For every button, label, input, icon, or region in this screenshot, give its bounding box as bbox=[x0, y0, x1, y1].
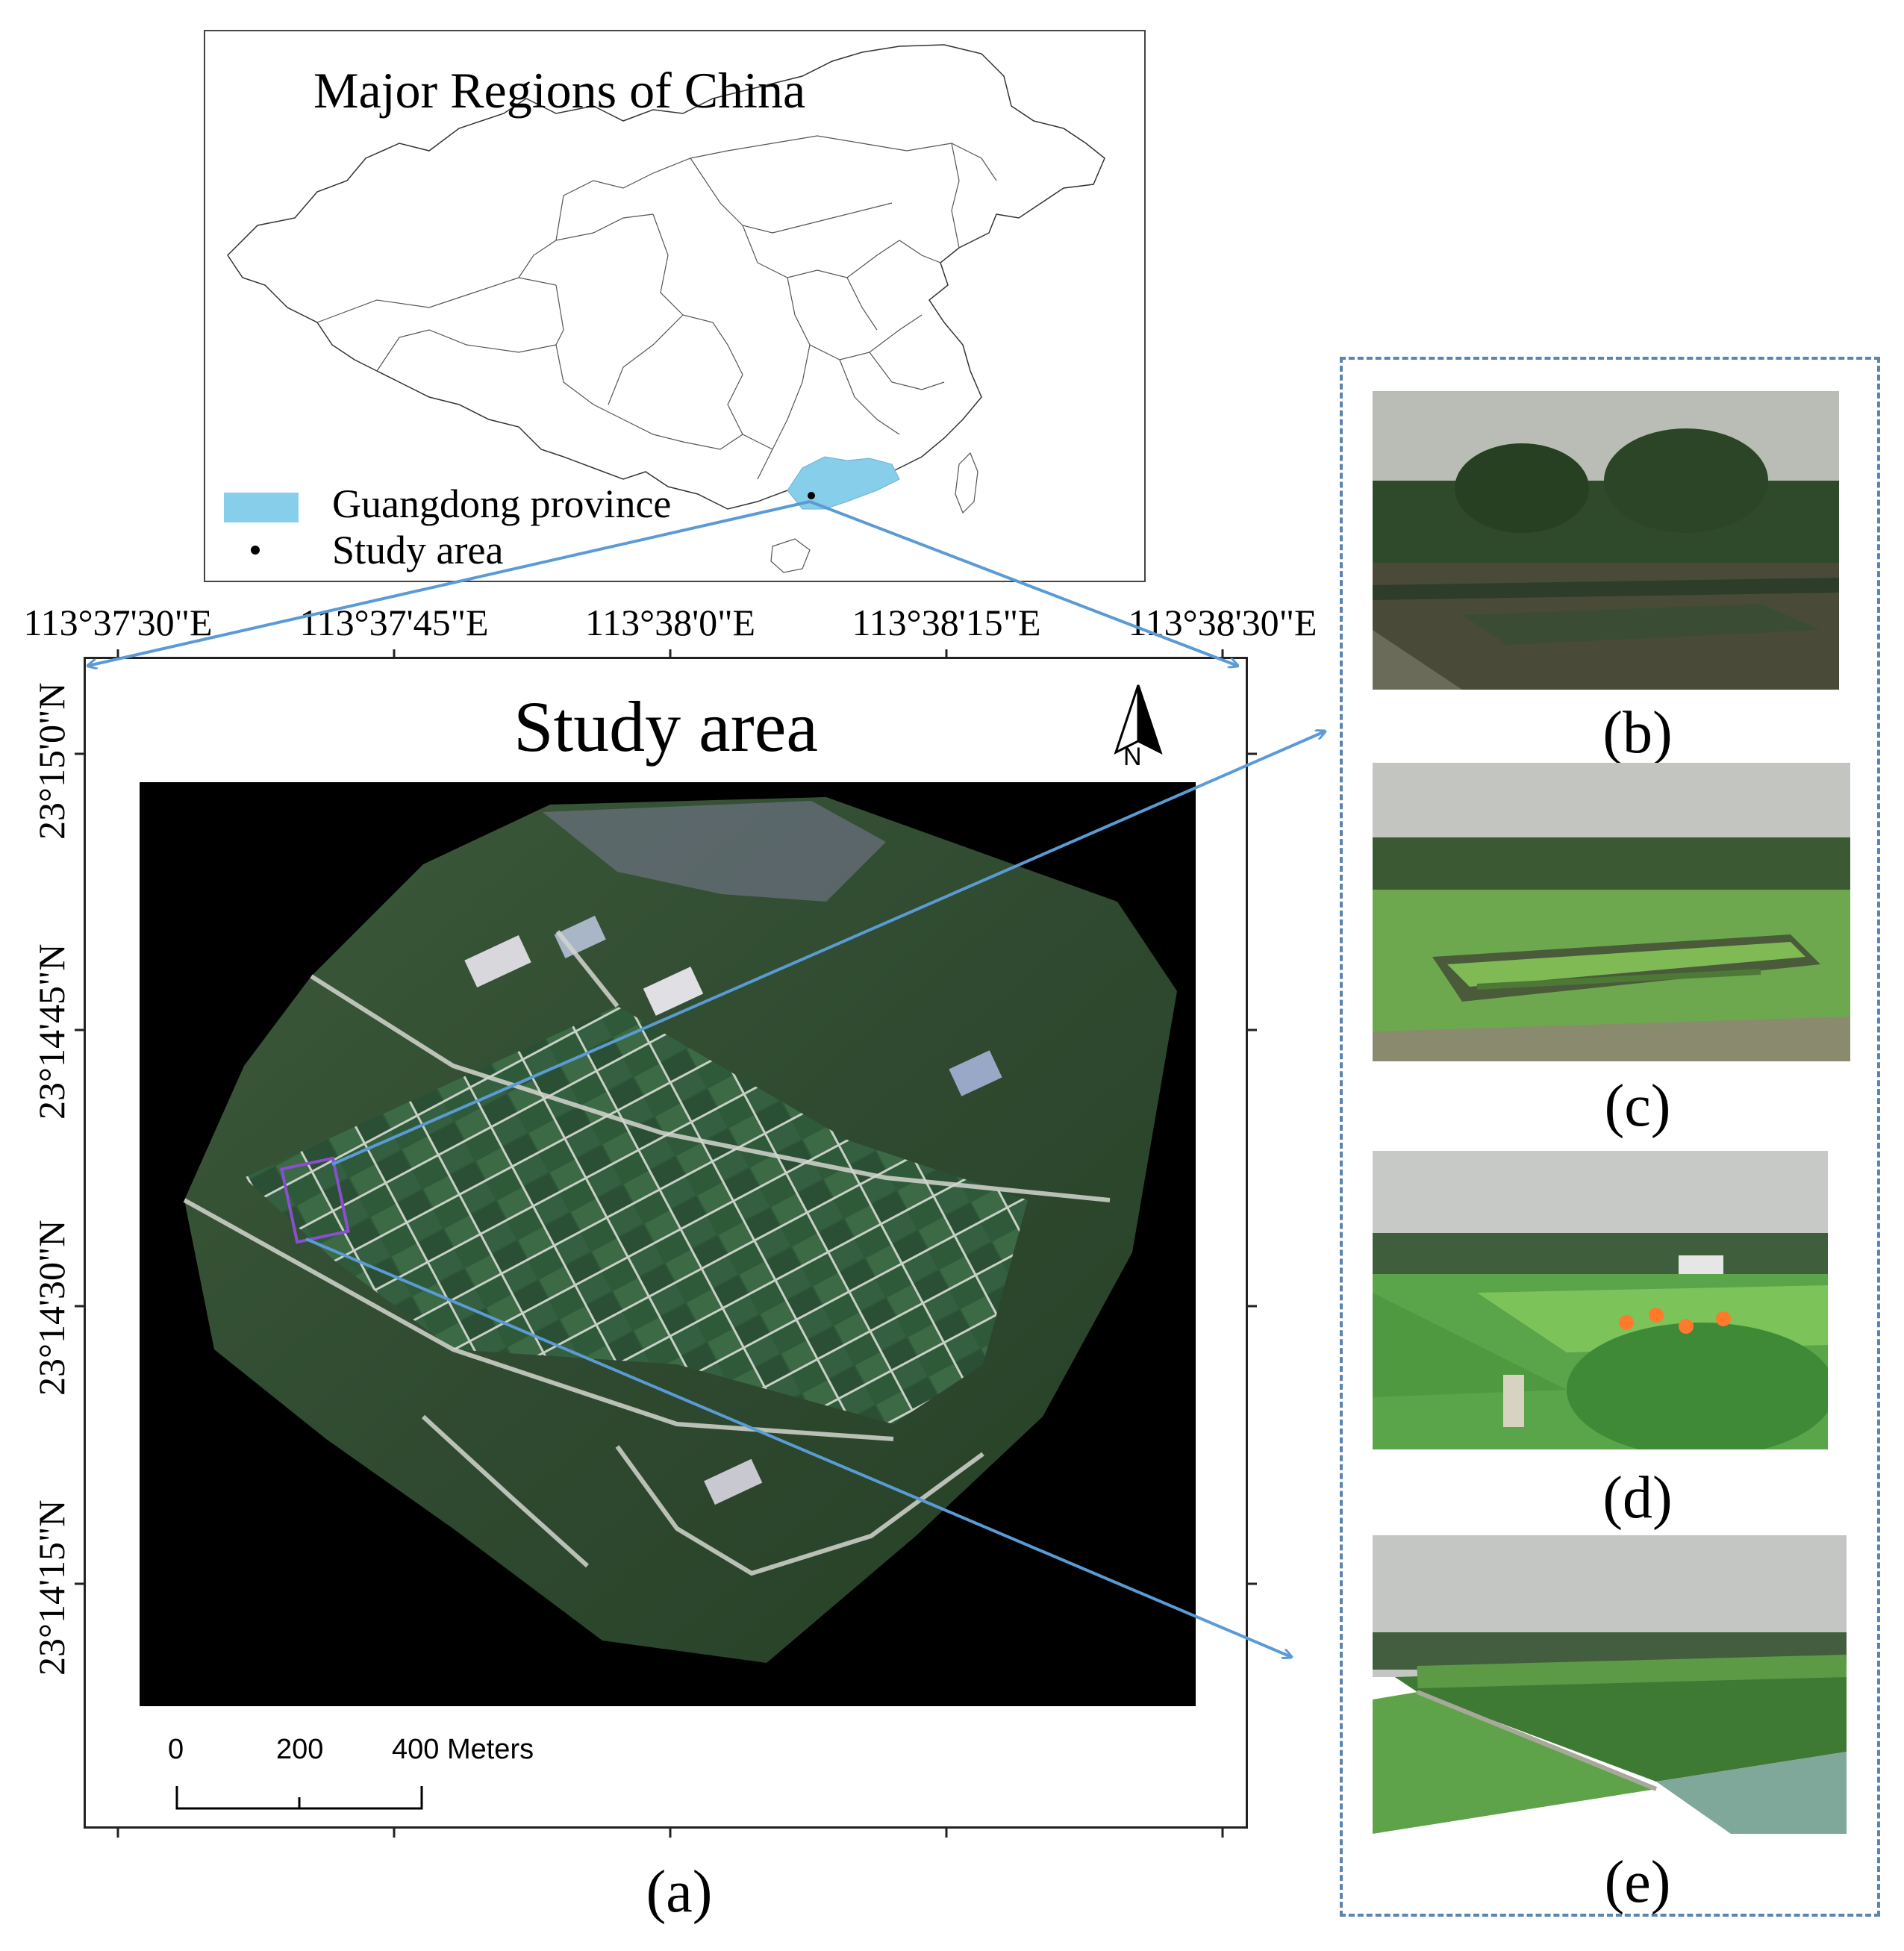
panel-label-a: (a) bbox=[646, 1859, 713, 1925]
china-inset-map: Major Regions of China Guangdong provinc… bbox=[204, 30, 1146, 582]
legend-guangdong-label: Guangdong province bbox=[332, 481, 672, 526]
panel-label-d: (d) bbox=[1602, 1465, 1673, 1531]
lon-label-3: 113°38'0"E bbox=[584, 602, 756, 643]
panel-label-c: (c) bbox=[1604, 1073, 1671, 1139]
legend-study-area-dot bbox=[251, 546, 260, 555]
lon-label-4: 113°38'15"E bbox=[852, 602, 1041, 643]
north-arrow-icon bbox=[1114, 684, 1163, 755]
uav-orthophoto bbox=[140, 782, 1196, 1706]
photo-d bbox=[1373, 1151, 1828, 1449]
photo-b bbox=[1373, 391, 1839, 690]
guangdong-province-shape bbox=[787, 456, 900, 510]
china-outline bbox=[224, 44, 1105, 573]
photo-c bbox=[1373, 763, 1850, 1061]
study-area-map-frame: Study area N bbox=[84, 657, 1248, 1829]
lon-label-1: 113°37'30"E bbox=[23, 602, 213, 643]
scale-bar bbox=[175, 1786, 423, 1810]
study-area-dot bbox=[808, 492, 815, 499]
scale-tick-0: 0 bbox=[168, 1734, 184, 1765]
panel-label-e: (e) bbox=[1604, 1849, 1671, 1915]
lon-label-2: 113°37'45"E bbox=[299, 602, 489, 643]
panel-label-b: (b) bbox=[1602, 700, 1673, 766]
north-label: N bbox=[1123, 743, 1142, 771]
field-photos-panel: (b) (c) (d) bbox=[1340, 357, 1880, 1917]
inset-title: Major Regions of China bbox=[313, 62, 806, 119]
legend-guangdong-swatch bbox=[224, 493, 299, 522]
scale-tick-200: 200 bbox=[276, 1734, 324, 1765]
legend-study-area-label: Study area bbox=[332, 528, 504, 572]
scale-tick-400: 400 Meters bbox=[392, 1734, 534, 1765]
photo-e bbox=[1373, 1535, 1847, 1834]
main-map-title: Study area bbox=[514, 687, 818, 767]
